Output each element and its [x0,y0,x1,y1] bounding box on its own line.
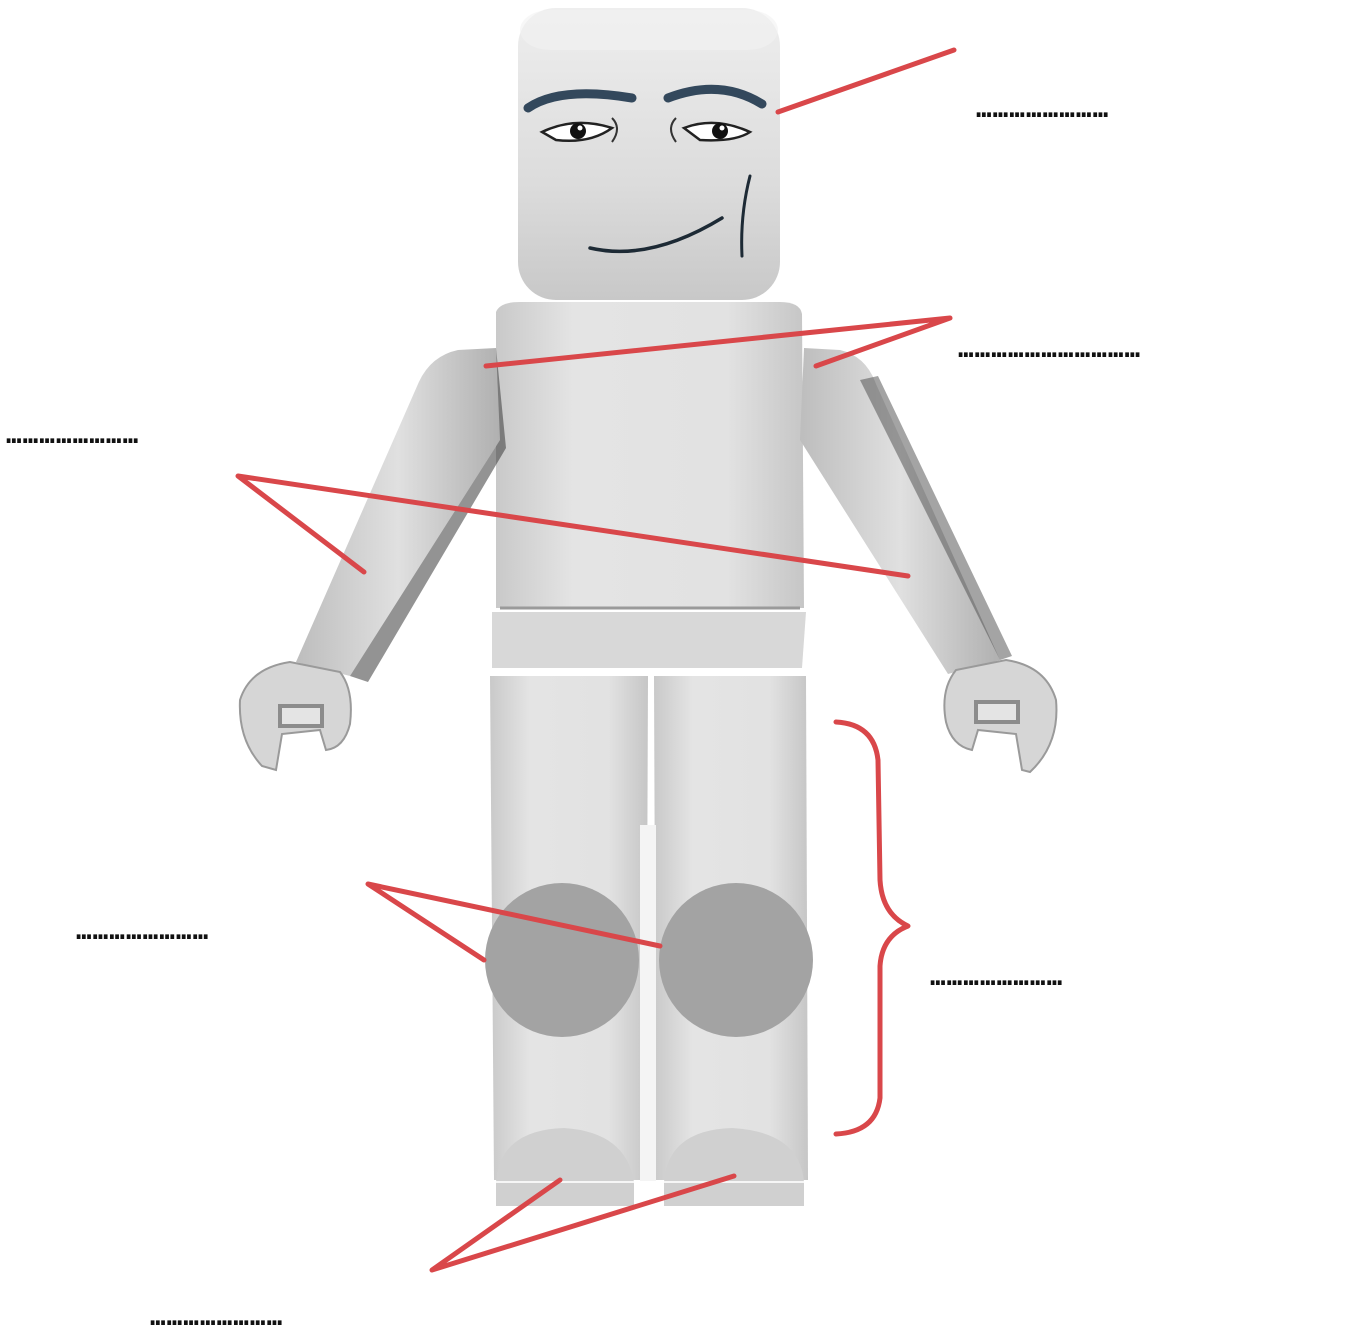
figure-arm-right [800,348,1012,674]
pointer-head [778,50,954,112]
blank-knees[interactable]: …………………… [76,918,209,944]
figure-head [518,8,780,300]
figure-hand-right [944,660,1056,772]
knee-circle-left [485,883,639,1037]
blank-head[interactable]: …………………… [976,96,1109,122]
blank-arms[interactable]: …………………… [6,422,139,448]
knee-circle-right [659,883,813,1037]
figure-torso [492,302,806,668]
blank-shoulders[interactable]: …………………………… [958,336,1141,362]
leg-gap [640,825,656,1181]
blank-feet[interactable]: …………………… [150,1304,283,1330]
blank-legs[interactable]: …………………… [930,964,1063,990]
bracket-legs [836,722,908,1134]
figure-hand-left [240,662,351,770]
figure-arm-left [296,348,506,682]
